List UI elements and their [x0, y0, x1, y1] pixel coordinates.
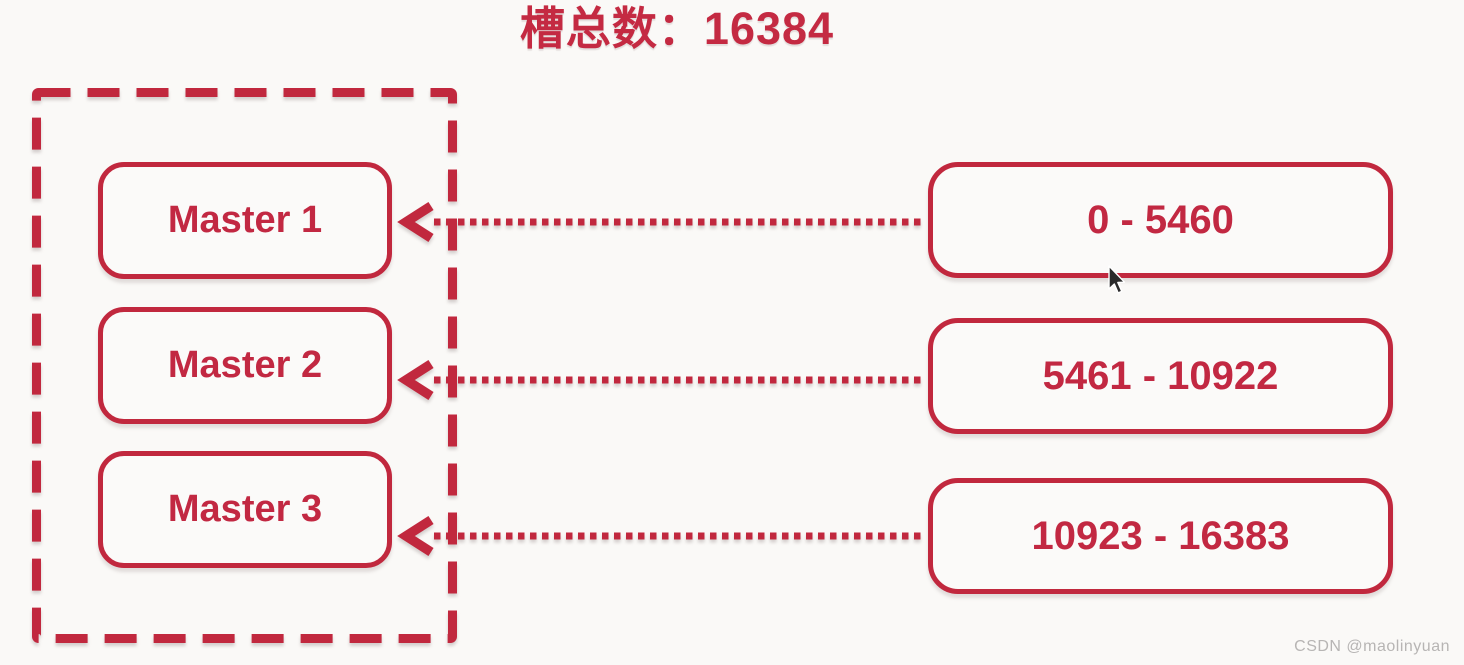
watermark: CSDN @maolinyuan: [1294, 638, 1450, 655]
arrow-left-head-icon: [397, 359, 434, 401]
master-1-box: Master 1: [98, 162, 392, 279]
master-3-label: Master 3: [167, 488, 323, 530]
slot-range-2-label: 5461 - 10922: [1042, 353, 1279, 398]
master-2-label: Master 2: [167, 344, 323, 386]
slot-range-1-box: 0 - 5460: [928, 162, 1393, 278]
master-2-box: Master 2: [98, 307, 392, 424]
arrow-range1-to-master1: [397, 201, 926, 243]
arrow-left-head-icon: [397, 515, 434, 557]
slot-range-3-box: 10923 - 16383: [928, 478, 1393, 594]
page-title: 槽总数：16384: [519, 3, 835, 54]
slot-range-2-box: 5461 - 10922: [928, 318, 1393, 434]
master-1-label: Master 1: [167, 199, 323, 241]
master-3-box: Master 3: [98, 451, 392, 568]
arrow-range3-to-master3: [397, 515, 926, 557]
slot-range-3-label: 10923 - 16383: [1031, 513, 1290, 558]
slot-range-1-label: 0 - 5460: [1087, 197, 1234, 242]
arrow-left-head-icon: [397, 201, 434, 243]
arrow-range2-to-master2: [397, 359, 926, 401]
